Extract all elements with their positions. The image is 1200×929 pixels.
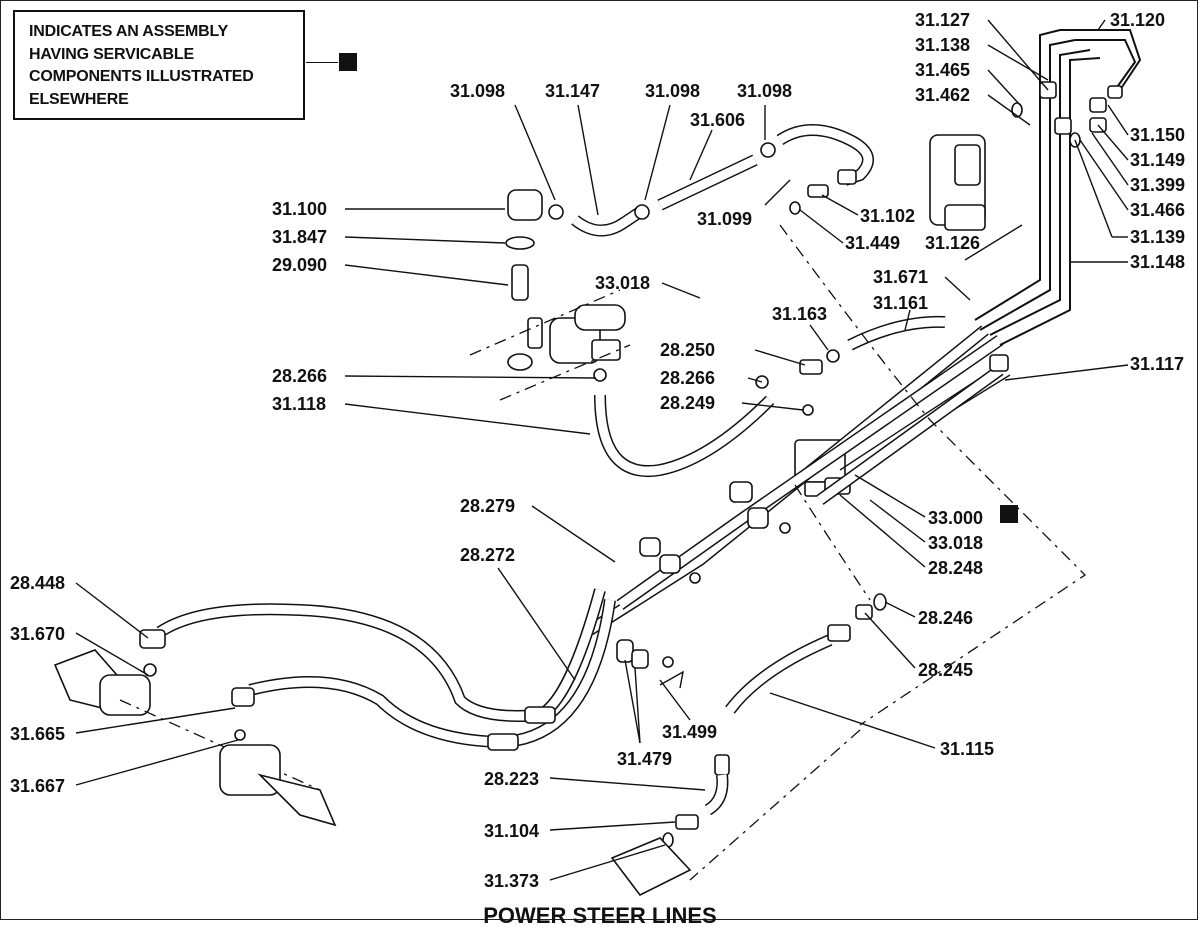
label-28-448: 28.448 <box>10 573 65 593</box>
label-31-117: 31.117 <box>1130 354 1184 374</box>
part-labels: 31.127 31.120 31.138 31.465 31.462 31.15… <box>10 10 1185 891</box>
cap-icon <box>507 353 533 371</box>
label-31-126: 31.126 <box>925 233 980 253</box>
label-31-606: 31.606 <box>690 110 745 130</box>
legend-leader-line <box>306 62 338 63</box>
upper-supply-hose <box>505 124 874 371</box>
label-28-272: 28.272 <box>460 545 515 565</box>
pump-reservoir-assembly <box>469 289 631 401</box>
line-clamps <box>616 481 791 669</box>
label-31-665: 31.665 <box>10 724 65 744</box>
label-31-104: 31.104 <box>484 821 539 841</box>
label-31-465: 31.465 <box>915 60 970 80</box>
label-28-266-b: 28.266 <box>660 368 715 388</box>
label-31-161: 31.161 <box>873 293 928 313</box>
hose-31-115 <box>725 484 887 714</box>
steering-gear <box>53 649 337 827</box>
steel-lines <box>586 29 1142 636</box>
label-31-150: 31.150 <box>1130 125 1185 145</box>
label-31-670: 31.670 <box>10 624 65 644</box>
legend-box: INDICATES AN ASSEMBLY HAVING SERVICABLE … <box>13 10 305 120</box>
label-31-499: 31.499 <box>662 722 717 742</box>
label-28-266-a: 28.266 <box>272 366 327 386</box>
cooler-bracket <box>929 134 986 231</box>
label-33-018-b: 33.018 <box>928 533 983 553</box>
label-31-139: 31.139 <box>1130 227 1185 247</box>
legend-line: INDICATES AN ASSEMBLY <box>29 23 229 40</box>
hose-31-117 <box>816 354 1009 505</box>
label-31-149: 31.149 <box>1130 150 1185 170</box>
diagram-title: POWER STEER LINES <box>483 903 717 928</box>
label-31-099: 31.099 <box>697 209 752 229</box>
label-31-148: 31.148 <box>1130 252 1185 272</box>
pump-outlet-fitting <box>610 670 730 897</box>
label-31-466: 31.466 <box>1130 200 1185 220</box>
legend-line: COMPONENTS ILLUSTRATED <box>29 68 254 85</box>
label-33-000: 33.000 <box>928 508 983 528</box>
assembly-marker-icon <box>1000 505 1018 523</box>
leader-lines <box>75 19 1129 881</box>
filler-tube-icon <box>511 264 529 301</box>
label-31-462: 31.462 <box>915 85 970 105</box>
label-31-098-a: 31.098 <box>450 81 505 101</box>
label-28-223: 28.223 <box>484 769 539 789</box>
clamp-ring-icon <box>505 236 535 250</box>
label-31-138: 31.138 <box>915 35 970 55</box>
label-31-399: 31.399 <box>1130 175 1185 195</box>
label-28-279: 28.279 <box>460 496 515 516</box>
label-31-102: 31.102 <box>860 206 915 226</box>
label-28-249: 28.249 <box>660 393 715 413</box>
label-31-098-b: 31.098 <box>645 81 700 101</box>
label-28-246: 28.246 <box>918 608 973 628</box>
label-31-373: 31.373 <box>484 871 539 891</box>
label-31-479: 31.479 <box>617 749 672 769</box>
legend-line: ELSEWHERE <box>29 90 129 108</box>
label-31-163: 31.163 <box>772 304 827 324</box>
label-31-098-c: 31.098 <box>737 81 792 101</box>
label-31-147: 31.147 <box>545 81 600 101</box>
legend-line: HAVING SERVICABLE <box>29 45 194 63</box>
label-31-449: 31.449 <box>845 233 900 253</box>
elbow-fitting-icon <box>507 189 543 221</box>
label-33-018-a: 33.018 <box>595 273 650 293</box>
label-28-250: 28.250 <box>660 340 715 360</box>
label-31-100: 31.100 <box>272 199 327 219</box>
legend-marker-icon <box>339 53 357 71</box>
label-31-120: 31.120 <box>1110 10 1165 30</box>
rack-lines <box>139 588 616 751</box>
return-hose-31-118 <box>594 394 775 478</box>
label-31-671: 31.671 <box>873 267 928 287</box>
label-28-245: 28.245 <box>918 660 973 680</box>
label-31-115: 31.115 <box>940 739 994 759</box>
label-29-090: 29.090 <box>272 255 327 275</box>
label-31-847: 31.847 <box>272 227 327 247</box>
label-28-248: 28.248 <box>928 558 983 578</box>
label-31-667: 31.667 <box>10 776 65 796</box>
label-31-127: 31.127 <box>915 10 970 30</box>
label-31-118: 31.118 <box>272 394 326 414</box>
